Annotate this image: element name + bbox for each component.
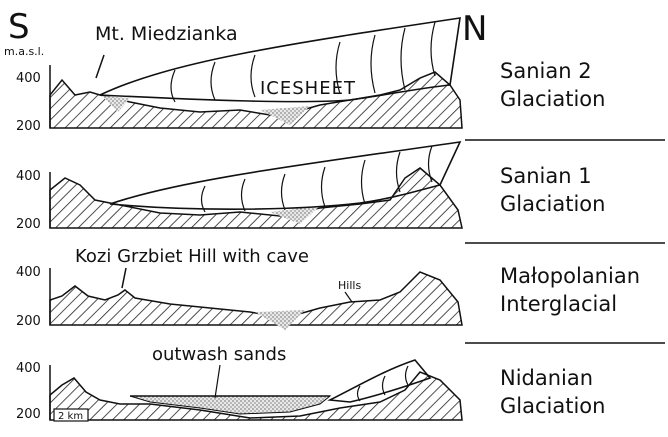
elevation-tick-400: 400 <box>16 361 41 376</box>
elevation-tick-200: 200 <box>16 119 41 134</box>
bedrock-hatched <box>50 272 462 325</box>
ice-crevasse <box>406 366 409 385</box>
stage-type: Glaciation <box>500 87 605 111</box>
ice-crevasse <box>401 28 405 90</box>
ice-crevasse <box>322 167 326 207</box>
elevation-tick-200: 200 <box>16 217 41 232</box>
elevation-unit-label: m.a.s.l. <box>4 45 44 58</box>
elevation-tick-200: 200 <box>16 314 41 329</box>
panel-sanian2: m.a.s.l. 400 200 Mt. Miedzianka ICESHEET… <box>4 18 605 134</box>
hill-pointer <box>122 268 126 288</box>
south-label: S <box>8 7 30 47</box>
ice-crevasse <box>431 22 435 76</box>
stage-name: Sanian 2 <box>500 59 592 83</box>
stage-type: Glaciation <box>500 192 605 216</box>
panel-malopolanian: 400 200 Kozi Grzbiet Hill with cave Hill… <box>16 246 640 330</box>
mountain-pointer <box>96 55 104 78</box>
ice-crevasse <box>242 179 246 211</box>
hills-label: Hills <box>338 279 361 292</box>
hill-label: Kozi Grzbiet Hill with cave <box>75 246 309 267</box>
ice-crevasse <box>251 55 255 97</box>
elevation-tick-400: 400 <box>16 265 41 280</box>
hills-pointer <box>345 292 352 302</box>
ice-crevasse <box>282 174 286 210</box>
icesheet-label: ICESHEET <box>260 78 356 99</box>
elevation-tick-400: 400 <box>16 169 41 184</box>
stage-name: Nidanian <box>500 366 593 390</box>
elevation-tick-200: 200 <box>16 407 41 422</box>
panel-sanian1: 400 200 Sanian 1 Glaciation <box>16 142 605 232</box>
mountain-label: Mt. Miedzianka <box>95 23 238 45</box>
stage-type: Glaciation <box>500 394 605 418</box>
elevation-tick-400: 400 <box>16 71 41 86</box>
north-label: N <box>462 9 487 49</box>
outwash-pointer <box>215 365 220 398</box>
ice-crevasse <box>362 160 366 204</box>
bedrock-hatched <box>50 168 462 228</box>
outwash-label: outwash sands <box>152 344 286 365</box>
stage-name: Małopolanian <box>500 264 640 288</box>
ice-crevasse <box>371 35 375 93</box>
ice-crevasse <box>358 386 361 401</box>
stage-type: Interglacial <box>500 292 617 316</box>
scale-bar-label: 2 km <box>58 411 83 422</box>
ice-crevasse <box>211 62 215 100</box>
stage-name: Sanian 1 <box>500 164 592 188</box>
panel-nidanian: 400 200 outwash sands 2 km Nidanian Glac… <box>16 344 605 422</box>
ice-crevasse <box>171 70 175 102</box>
